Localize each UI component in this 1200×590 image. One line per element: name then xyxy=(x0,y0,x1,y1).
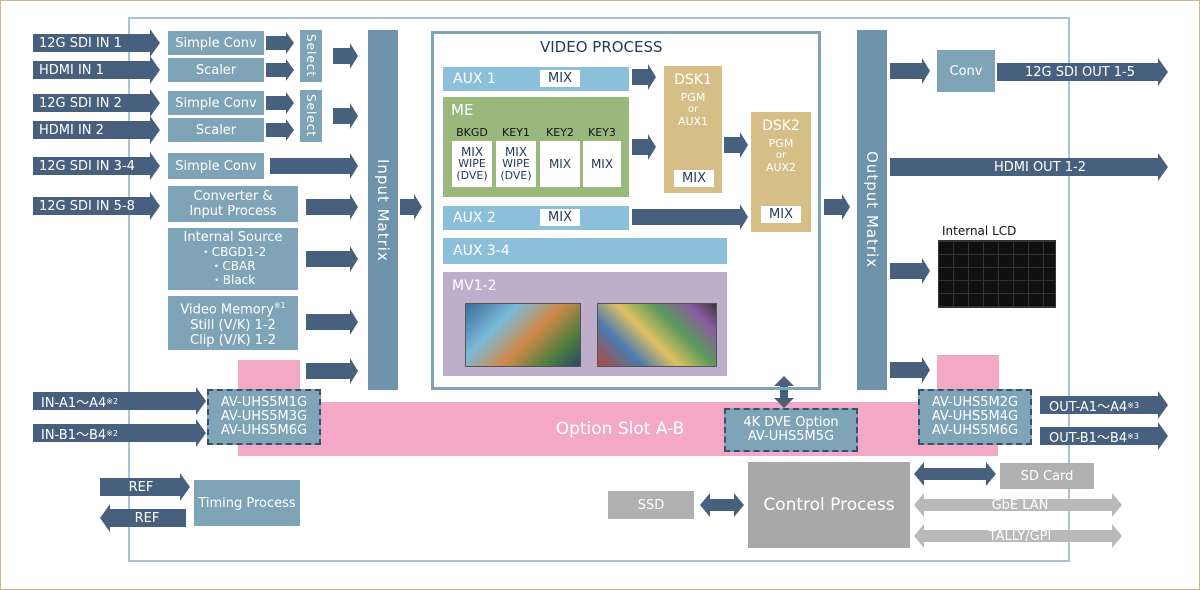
me-col-key3: KEY3 MIX xyxy=(583,126,621,187)
video-memory: Video Memory※1 Still (V/K) 1-2 Clip (V/K… xyxy=(168,296,298,350)
me-col-head: KEY1 xyxy=(502,126,530,139)
converter-input-process: Converter & Input Process xyxy=(168,186,298,222)
video-process-title: VIDEO PROCESS xyxy=(540,38,663,56)
video-memory-clip: Clip (V/K) 1-2 xyxy=(190,332,276,348)
converter-line-1: Converter & xyxy=(193,189,273,204)
output-conv: Conv xyxy=(937,50,995,92)
input-matrix: Input Matrix xyxy=(368,30,398,390)
aux1-mix: MIX xyxy=(540,70,580,87)
tally-gpi-label: TALLY/GPI xyxy=(988,528,1052,544)
sd-card-block: SD Card xyxy=(1000,463,1094,489)
multiview-thumbnail-2 xyxy=(597,303,717,367)
input-label-sdi-3-4: 12G SDI IN 3-4 xyxy=(39,158,135,174)
converter-line-2: Input Process xyxy=(189,204,277,219)
aux34-bar: AUX 3-4 xyxy=(443,238,727,264)
option-input-b-label: IN-B1～B4※2 xyxy=(41,427,118,443)
simple-conv-1: Simple Conv xyxy=(168,31,264,55)
dsk1-title: DSK1 xyxy=(674,72,712,88)
me-col-head: BKGD xyxy=(456,126,488,139)
internal-source-title: Internal Source xyxy=(183,230,283,245)
input-label-sdi-2: 12G SDI IN 2 xyxy=(39,95,122,111)
video-memory-note: ※1 xyxy=(273,301,286,311)
simple-conv-3: Simple Conv xyxy=(168,153,264,179)
aux2-bar: AUX 2 xyxy=(443,206,629,230)
ssd-block: SSD xyxy=(608,491,694,519)
input-label-hdmi-1: HDMI IN 1 xyxy=(39,62,104,78)
input-label-sdi-1: 12G SDI IN 1 xyxy=(39,35,122,51)
select-1: Select xyxy=(300,30,322,82)
option-slot-label: Option Slot A-B xyxy=(555,419,685,439)
scaler-1: Scaler xyxy=(168,58,264,82)
internal-source: Internal Source ・CBGD1-2 ・CBAR ・Black xyxy=(168,228,298,290)
input-label-sdi-5-8: 12G SDI IN 5-8 xyxy=(39,198,135,214)
output-label-hdmi: HDMI OUT 1-2 xyxy=(993,159,1087,175)
option-output-b-label: OUT-B1～B4※3 xyxy=(1049,430,1139,446)
ref-in-label: REF xyxy=(128,479,154,495)
video-process-box xyxy=(431,31,821,390)
internal-source-item: ・CBAR xyxy=(210,259,256,273)
me-col-body: MIX xyxy=(540,141,580,187)
control-process: Control Process xyxy=(748,462,910,548)
output-label-sdi: 12G SDI OUT 1-5 xyxy=(1024,64,1136,80)
internal-lcd-screen xyxy=(938,240,1056,308)
option-input-a-label: IN-A1～A4※2 xyxy=(41,395,119,411)
multiview-label: MV1-2 xyxy=(452,278,497,294)
me-col-head: KEY2 xyxy=(546,126,574,139)
input-label-hdmi-2: HDMI IN 2 xyxy=(39,122,104,138)
gbe-lan-label: GbE LAN xyxy=(991,497,1049,513)
dsk2-mix: MIX xyxy=(761,206,801,223)
me-col-head: KEY3 xyxy=(588,126,616,139)
internal-lcd-label: Internal LCD xyxy=(942,224,1017,238)
scaler-2: Scaler xyxy=(168,118,264,142)
timing-process: Timing Process xyxy=(194,480,300,526)
output-matrix: Output Matrix xyxy=(857,30,887,390)
multiview-thumbnail-1 xyxy=(465,303,581,367)
me-col-key2: KEY2 MIX xyxy=(540,126,580,187)
option-slot-band xyxy=(238,402,998,456)
system-boundary xyxy=(128,17,1070,562)
aux1-bar: AUX 1 xyxy=(443,67,629,91)
me-label: ME xyxy=(451,101,474,119)
option-output-a-label: OUT-A1～A4※3 xyxy=(1049,399,1140,415)
dsk2-title: DSK2 xyxy=(762,118,800,134)
me-col-body: MIX xyxy=(583,141,621,187)
select-2: Select xyxy=(300,90,322,142)
aux2-mix: MIX xyxy=(540,209,580,226)
simple-conv-2: Simple Conv xyxy=(168,91,264,115)
video-memory-still: Still (V/K) 1-2 xyxy=(190,317,276,333)
video-memory-title: Video Memory※1 xyxy=(180,301,286,318)
dsk1-mix: MIX xyxy=(674,170,714,187)
internal-source-item: ・CBGD1-2 xyxy=(199,245,267,259)
ref-out-label: REF xyxy=(134,510,160,526)
internal-source-item: ・Black xyxy=(210,273,256,287)
